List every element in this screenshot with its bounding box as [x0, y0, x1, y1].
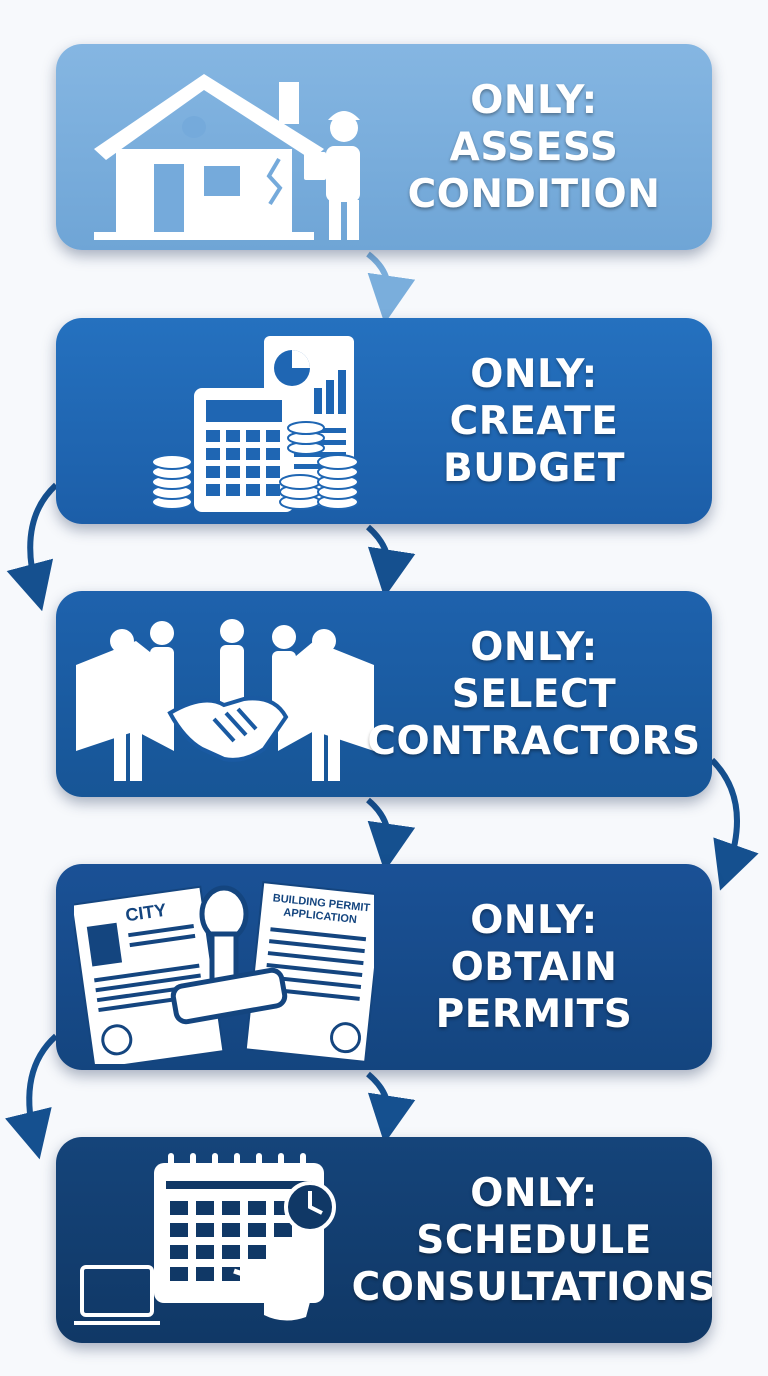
step-label: ONLY: OBTAIN PERMITS	[356, 864, 712, 1070]
step-obtain-permits: CITY BUILDING PERMIT APPLICATION ONLY: O…	[56, 864, 712, 1070]
arrow-step3-to-step4	[366, 797, 416, 872]
house-inspector-icon	[94, 74, 360, 240]
permit-stamp-documents-icon: CITY BUILDING PERMIT APPLICATION	[74, 881, 374, 1064]
step-create-budget: ONLY: CREATE BUDGET	[56, 318, 712, 524]
step-prefix: ONLY:	[470, 77, 598, 123]
step-schedule-consultations: ONLY: SCHEDULE CONSULTATIONS	[56, 1137, 712, 1343]
step-label: ONLY: SCHEDULE CONSULTATIONS	[352, 1137, 712, 1343]
step-label: ONLY: CREATE BUDGET	[356, 318, 712, 524]
calendar-clock-laptop-icon	[74, 1153, 336, 1325]
step-prefix: ONLY:	[470, 897, 598, 943]
step-line2: CONTRACTORS	[367, 718, 701, 764]
step-line2: PERMITS	[435, 991, 633, 1037]
step-select-contractors: ONLY: SELECT CONTRACTORS	[56, 591, 712, 797]
step-prefix: ONLY:	[470, 351, 598, 397]
arrow-step4-to-step5	[366, 1071, 416, 1144]
arrow-step2-to-step3	[365, 524, 416, 598]
step-line1: CREATE	[449, 398, 619, 444]
arrow-step2-to-step3-side	[6, 482, 59, 612]
step-label: ONLY: SELECT CONTRACTORS	[356, 591, 712, 797]
step-line2: CONDITION	[407, 171, 661, 217]
step-line1: ASSESS	[449, 124, 619, 170]
arrow-step3-to-step4-side	[709, 757, 759, 891]
step-prefix: ONLY:	[470, 1170, 598, 1216]
calculator-coins-report-icon	[151, 336, 359, 512]
step-prefix: ONLY:	[470, 624, 598, 670]
step-line2: CONSULTATIONS	[351, 1264, 712, 1310]
step-line1: OBTAIN	[450, 944, 618, 990]
arrow-step1-to-step2	[366, 251, 416, 324]
step-label: ONLY: ASSESS CONDITION	[356, 44, 712, 250]
step-line2: BUDGET	[442, 445, 626, 491]
step-line1: SELECT	[451, 671, 617, 717]
step-assess-condition: ONLY: ASSESS CONDITION	[56, 44, 712, 250]
step-line1: SCHEDULE	[416, 1217, 652, 1263]
arrow-step4-to-step5-side	[5, 1033, 59, 1160]
contractors-handshake-icon	[76, 619, 374, 781]
